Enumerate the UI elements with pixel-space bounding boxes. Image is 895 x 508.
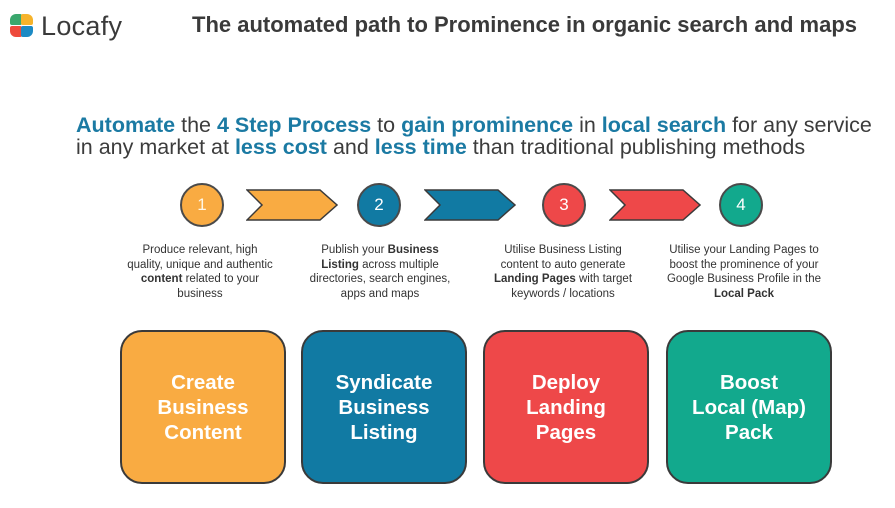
chevron-arrow-icon: [424, 189, 516, 221]
desc-text: across multiple directories, search engi…: [309, 258, 451, 300]
step-number: 3: [559, 195, 569, 214]
intro-highlight: less cost: [234, 135, 327, 159]
brand-name: Locafy: [41, 10, 123, 41]
card-label: Syndicate Business Listing: [335, 370, 433, 444]
desc-bold: Local Pack: [713, 287, 775, 300]
step-2-card: Syndicate Business Listing: [301, 330, 467, 484]
intro-text-part: and: [326, 135, 375, 159]
desc-text: Utilise your Landing Pages to boost the …: [666, 244, 822, 285]
desc-text: Publish your: [321, 244, 388, 256]
intro-highlight: 4 Step Process: [217, 113, 372, 137]
chevron-arrow-icon: [609, 189, 701, 221]
step-4-circle: 4: [719, 183, 763, 227]
locafy-logo: Locafy: [8, 10, 122, 42]
page-title: The automated path to Prominence in orga…: [192, 12, 858, 37]
desc-text: with target keywords / locations: [511, 273, 633, 300]
desc-text: related to your business: [177, 273, 260, 300]
card-label: Deploy Landing Pages: [526, 370, 606, 444]
intro-highlight: gain prominence: [401, 113, 574, 137]
step-1-circle: 1: [180, 183, 224, 227]
desc-bold: Business Listing: [321, 244, 439, 271]
step-2-circle: 2: [357, 183, 401, 227]
step-number: 4: [736, 195, 746, 214]
intro-text-part: the: [175, 113, 217, 137]
step-3-description: Utilise Business Listing content to auto…: [484, 243, 642, 301]
step-3-card: Deploy Landing Pages: [483, 330, 649, 484]
card-label: Create Business Content: [157, 370, 249, 444]
step-3-circle: 3: [542, 183, 586, 227]
desc-bold: content: [140, 273, 183, 285]
intro-text-part: to: [371, 113, 402, 137]
intro-highlight: less time: [374, 135, 467, 159]
step-2-description: Publish your Business Listing across mul…: [305, 243, 455, 301]
intro-text-part: in: [573, 113, 602, 137]
step-4-card: Boost Local (Map) Pack: [666, 330, 832, 484]
step-number: 2: [374, 195, 384, 214]
intro-text-part: for any service in any market at: [76, 113, 872, 159]
step-1-description: Produce relevant, high quality, unique a…: [124, 243, 276, 301]
desc-bold: Landing Pages: [493, 273, 576, 285]
intro-text-part: than traditional publishing methods: [466, 135, 806, 159]
locafy-logo-icon: [8, 13, 34, 39]
intro-highlight: Automate: [76, 113, 176, 137]
step-number: 1: [197, 195, 207, 214]
desc-text: Produce relevant, high quality, unique a…: [127, 244, 273, 271]
card-label: Boost Local (Map) Pack: [692, 370, 806, 444]
step-4-description: Utilise your Landing Pages to boost the …: [664, 243, 824, 301]
step-1-card: Create Business Content: [120, 330, 286, 484]
intro-highlight: local search: [601, 113, 727, 137]
desc-text: Utilise Business Listing content to auto…: [500, 244, 626, 271]
intro-text: Automate the 4 Step Process to gain prom…: [76, 114, 876, 158]
chevron-arrow-icon: [246, 189, 338, 221]
